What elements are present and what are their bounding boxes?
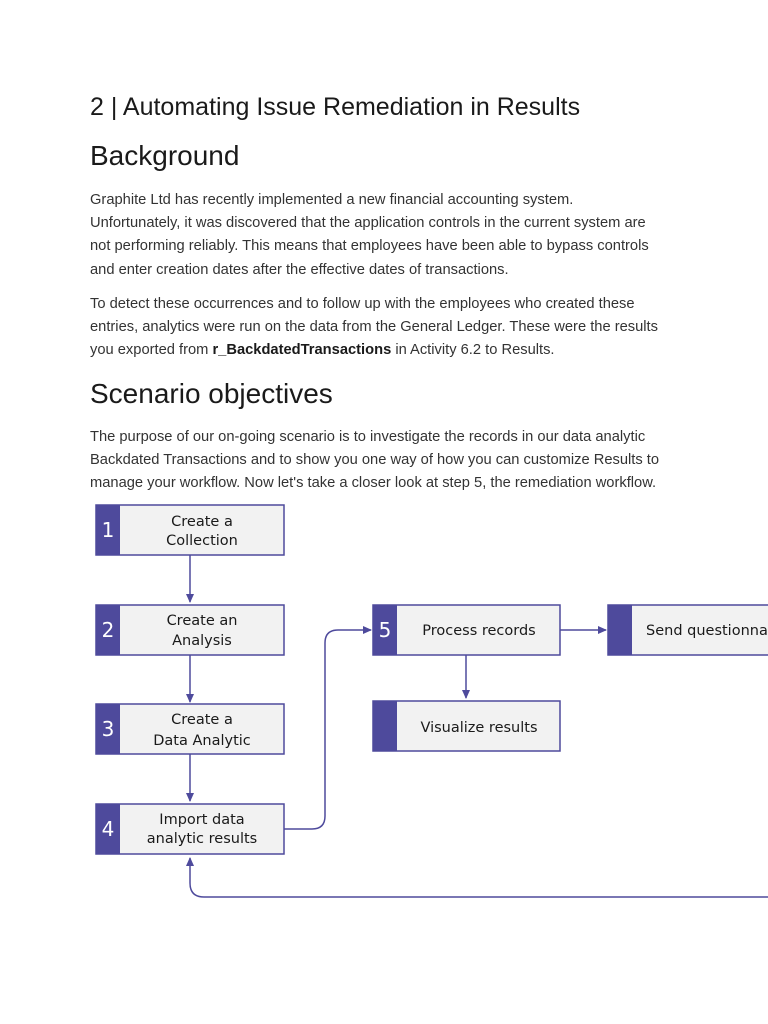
step-5-number: 5 (379, 618, 392, 642)
step-1-number: 1 (102, 518, 115, 542)
step-5-label: Process records (422, 623, 536, 639)
send-questionnaire-box: Send questionnai (607, 604, 768, 656)
step-2-label: Create an (167, 613, 238, 629)
background-paragraph-2: To detect these occurrences and to follo… (90, 293, 690, 363)
text-line: not performing reliably. This means that… (90, 238, 649, 255)
text-line: entries, analytics were run on the data … (90, 319, 658, 336)
return-arrow-to-4 (186, 857, 768, 898)
text-line: Backdated Transactions and to show you o… (90, 452, 660, 469)
step-3-label: Data Analytic (153, 733, 251, 749)
text-line: Unfortunately, it was discovered that th… (90, 215, 646, 232)
scenario-heading: Scenario objectives (90, 378, 333, 409)
visualize-results-label: Visualize results (420, 720, 537, 736)
step-5-box: 5 Process records (372, 604, 561, 656)
arrow-4-to-5 (284, 626, 372, 830)
send-questionnaire-label: Send questionnai (646, 623, 768, 639)
step-1-box: 1 Create a Collection (95, 504, 285, 556)
step-2-label: Analysis (172, 633, 232, 649)
text-fragment: in Activity 6.2 to Results. (391, 342, 555, 359)
step-1-label: Collection (166, 533, 238, 549)
report-name: r_BackdatedTransactions (212, 342, 392, 359)
background-paragraph-1: Graphite Ltd has recently implemented a … (90, 189, 690, 282)
scenario-paragraph: The purpose of our on-going scenario is … (90, 426, 690, 496)
text-line: you exported from r_BackdatedTransaction… (90, 339, 690, 362)
text-line: manage your workflow. Now let's take a c… (90, 475, 657, 492)
step-4-number: 4 (102, 817, 115, 841)
text-fragment: you exported from (90, 342, 213, 359)
step-4-label: Import data (159, 812, 244, 828)
text-line: To detect these occurrences and to follo… (90, 296, 635, 312)
step-3-box: 3 Create a Data Analytic (95, 703, 285, 755)
text-line: and enter creation dates after the effec… (90, 261, 509, 278)
step-3-number: 3 (102, 717, 115, 741)
step-3-label: Create a (171, 712, 233, 728)
step-4-label: analytic results (147, 831, 257, 847)
step-2-box: 2 Create an Analysis (95, 604, 285, 656)
step-2-number: 2 (102, 618, 115, 642)
text-line: The purpose of our on-going scenario is … (90, 429, 646, 445)
visualize-results-box: Visualize results (372, 700, 561, 752)
step-1-label: Create a (171, 514, 233, 530)
step-4-box: 4 Import data analytic results (95, 803, 285, 855)
background-heading: Background (90, 140, 240, 171)
document-title: 2 | Automating Issue Remediation in Resu… (90, 93, 581, 121)
text-line: Graphite Ltd has recently implemented a … (90, 192, 574, 208)
